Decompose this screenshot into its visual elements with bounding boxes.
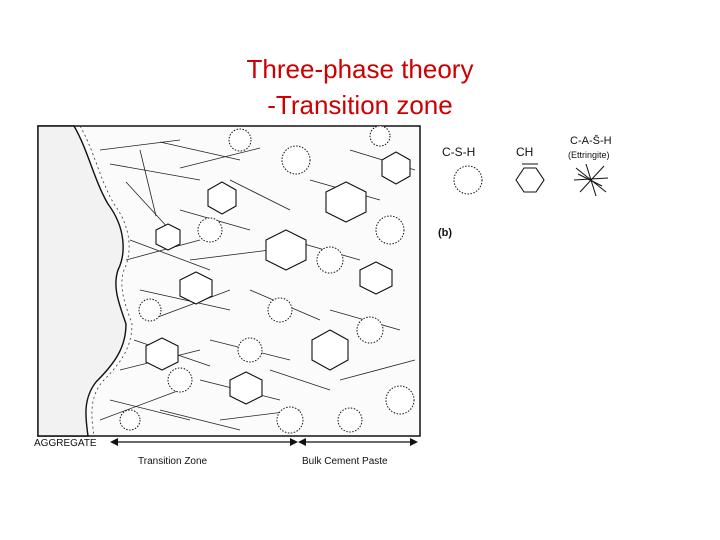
legend-ch-label: CH <box>516 145 533 159</box>
aggregate-label: AGGREGATE <box>34 438 97 449</box>
legend: C-S-H CH C-A-S̄-H (Ettringite) (b) <box>438 134 612 239</box>
region-annotations: AGGREGATE Transition Zone Bulk Cement Pa… <box>34 438 418 467</box>
csh-clusters <box>119 125 415 434</box>
microstructure-panel <box>37 125 421 437</box>
aggregate-region <box>37 125 127 437</box>
bulk-cement-paste-label: Bulk Cement Paste <box>302 456 388 467</box>
slide-title-line-2: -Transition zone <box>267 90 453 120</box>
legend-ch-icon <box>515 167 545 193</box>
legend-cash-label: C-A-S̄-H <box>570 134 612 147</box>
ch-crystals <box>145 151 411 405</box>
legend-csh-label: C-S-H <box>442 145 475 159</box>
transition-zone-diagram: C-S-H CH C-A-S̄-H (Ettringite) (b) AGGRE… <box>34 125 612 467</box>
legend-cash-note: (Ettringite) <box>568 150 610 160</box>
legend-csh-icon <box>453 165 483 195</box>
legend-ettringite-icon <box>573 163 609 197</box>
panel-label: (b) <box>438 227 452 239</box>
transition-zone-label: Transition Zone <box>138 456 208 467</box>
slide-title-line-1: Three-phase theory <box>246 54 474 84</box>
